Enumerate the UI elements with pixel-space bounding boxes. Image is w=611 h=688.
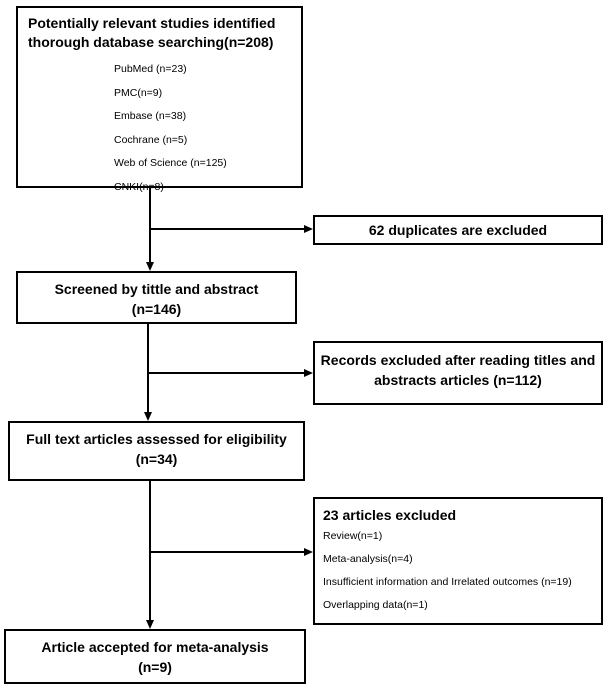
arrowhead-search-to-screen	[146, 262, 154, 271]
arrowhead-duplicates	[304, 225, 313, 233]
screening-count: (n=146)	[131, 301, 182, 317]
source-item-cochrane: Cochrane (n=5)	[114, 133, 188, 146]
identification-title-line2: thorough database searching(n=208)	[28, 34, 274, 50]
duplicates-excluded-label: 62 duplicates are excluded	[368, 222, 548, 238]
connector-branch-duplicates	[150, 228, 304, 230]
arrowhead-screen-to-fulltext	[144, 412, 152, 421]
identification-box: Potentially relevant studies identified …	[16, 6, 303, 193]
eligibility-count: (n=34)	[135, 451, 178, 467]
connector-search-to-screen	[149, 188, 151, 262]
duplicates-excluded-box: 62 duplicates are excluded	[313, 215, 603, 245]
screening-box: Screened by tittle and abstract (n=146)	[16, 271, 297, 324]
source-item-embase: Embase (n=38)	[114, 110, 187, 122]
source-item-web-of-science: Web of Science (n=125)	[114, 157, 227, 169]
exclusion-reason-review: Review(n=1)	[323, 530, 383, 542]
source-item-cnki: CNKI(n=8)	[114, 180, 164, 193]
screening-label: Screened by tittle and abstract	[54, 281, 259, 297]
eligibility-box: Full text articles assessed for eligibil…	[8, 421, 305, 481]
exclusion-reason-list: Review(n=1) Meta-analysis(n=4) Insuffici…	[323, 525, 593, 617]
exclusion-reason-meta-analysis: Meta-analysis(n=4)	[323, 553, 413, 565]
fulltext-exclusion-heading: 23 articles excluded	[323, 507, 457, 523]
connector-fulltext-to-accepted	[149, 481, 151, 620]
eligibility-label: Full text articles assessed for eligibil…	[26, 431, 287, 447]
exclusion-reason-insufficient-info: Insufficient information and Irrelated o…	[323, 576, 572, 588]
database-source-list: PubMed (n=23) PMC(n=9) Embase (n=38) Coc…	[28, 58, 291, 199]
included-label: Article accepted for meta-analysis	[41, 639, 269, 655]
abstract-exclusion-line2: abstracts articles (n=112)	[374, 372, 542, 388]
connector-branch-fulltext-exclusion	[150, 551, 304, 553]
arrowhead-fulltext-exclusion	[304, 548, 313, 556]
arrowhead-abstract-exclusion	[304, 369, 313, 377]
arrowhead-fulltext-to-accepted	[146, 620, 154, 629]
identification-title-line1: Potentially relevant studies identified	[28, 15, 276, 31]
connector-screen-to-fulltext	[147, 324, 149, 412]
included-box: Article accepted for meta-analysis (n=9)	[4, 629, 306, 684]
source-item-pubmed: PubMed (n=23)	[114, 63, 187, 75]
abstract-exclusion-line1: Records excluded after reading titles an…	[320, 352, 596, 368]
connector-branch-abstract-exclusion	[148, 372, 304, 374]
source-item-pmc: PMC(n=9)	[114, 86, 163, 99]
included-count: (n=9)	[138, 659, 172, 675]
fulltext-exclusion-box: 23 articles excluded Review(n=1) Meta-an…	[313, 497, 603, 625]
exclusion-reason-overlapping-data: Overlapping data(n=1)	[323, 599, 428, 611]
abstract-exclusion-box: Records excluded after reading titles an…	[313, 341, 603, 405]
